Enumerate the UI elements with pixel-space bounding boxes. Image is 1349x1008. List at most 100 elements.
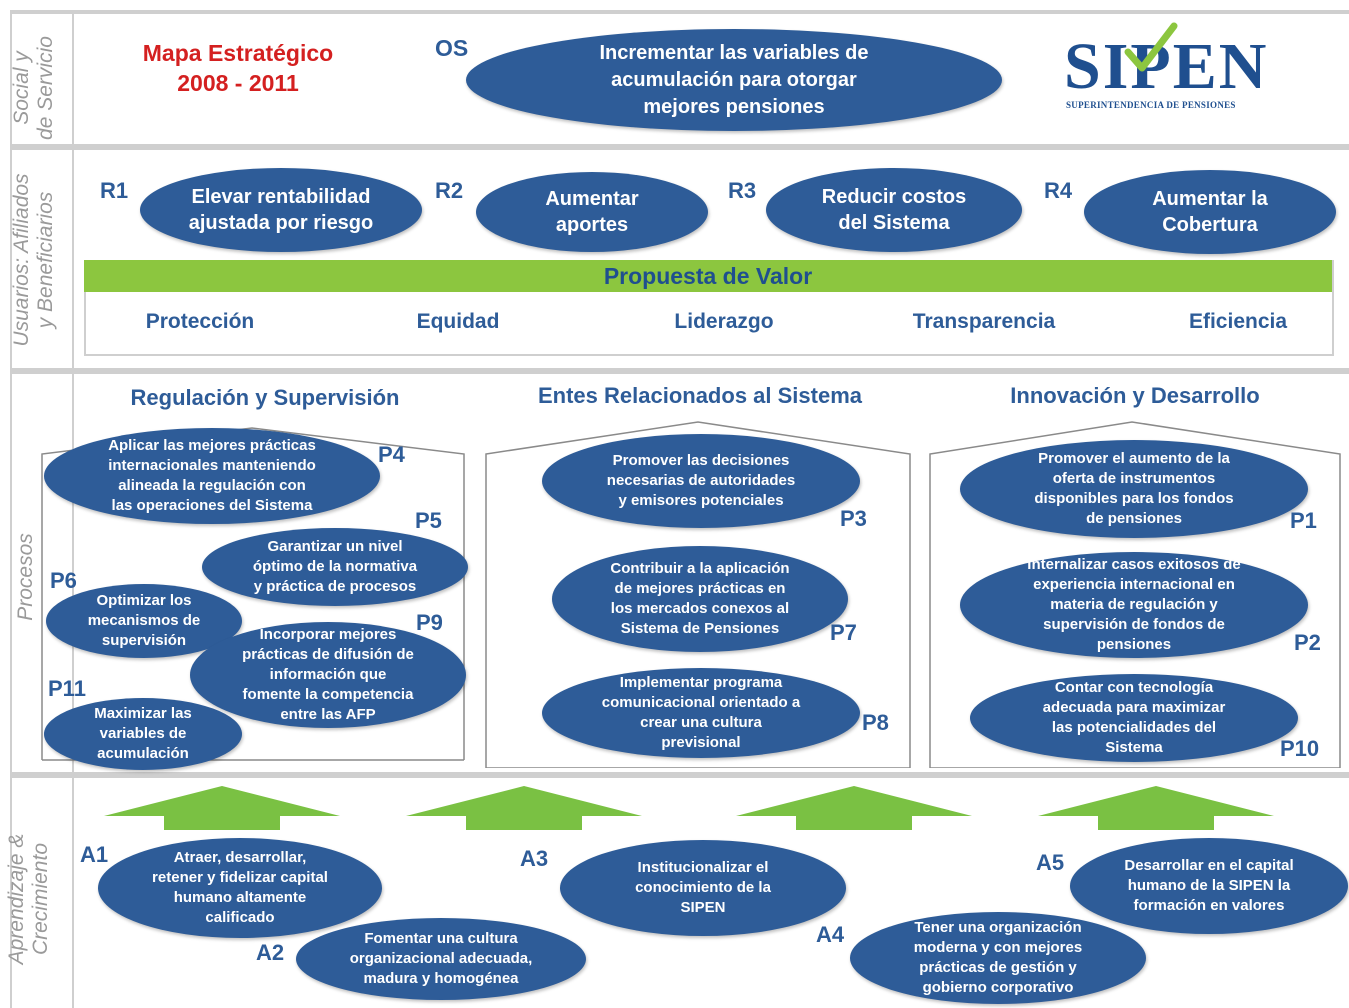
a1-code: A1 bbox=[80, 842, 109, 867]
p1-code: P1 bbox=[1290, 508, 1317, 533]
objective-line: Fomentar una cultura bbox=[364, 930, 518, 947]
objective-line: Garantizar un nivel bbox=[267, 538, 403, 555]
label-column-divider bbox=[72, 14, 74, 1008]
p6-code: P6 bbox=[50, 568, 77, 593]
objective-line: Internalizar casos exitosos de bbox=[1027, 556, 1241, 573]
objective-line: de pensiones bbox=[1086, 510, 1182, 527]
up-arrow-4 bbox=[1038, 786, 1274, 830]
r4-objective: Aumentar la Cobertura bbox=[1084, 170, 1336, 254]
a3-code: A3 bbox=[520, 846, 549, 871]
objective-line: Promover el aumento de la bbox=[1038, 450, 1230, 467]
p4-objective: Aplicar las mejores prácticas internacion… bbox=[44, 428, 380, 524]
objective-line: las potencialidades del bbox=[1051, 719, 1217, 736]
objective-line: Incorporar mejores bbox=[259, 626, 397, 643]
value-proposition-title: Propuesta de Valor bbox=[603, 263, 813, 289]
left-border bbox=[10, 10, 12, 1008]
value-equidad: Equidad bbox=[416, 310, 500, 333]
band-label-usuarios: Usuarios: Afiliados y Beneficiarios bbox=[10, 148, 58, 372]
os-line: acumulación para otorgar bbox=[611, 68, 857, 91]
r4-code: R4 bbox=[1044, 178, 1073, 203]
objective-line: moderna y con mejores bbox=[913, 939, 1083, 956]
objective-line: Optimizar los bbox=[96, 592, 192, 609]
objective-line: Elevar rentabilidad bbox=[191, 186, 371, 208]
objective-line: Desarrollar en el capital bbox=[1124, 857, 1294, 874]
objective-line: las operaciones del Sistema bbox=[111, 497, 313, 514]
p10-code: P10 bbox=[1280, 736, 1320, 761]
objective-line: comunicacional orientado a bbox=[601, 694, 801, 711]
p3-code: P3 bbox=[840, 506, 867, 531]
value-eficiencia: Eficiencia bbox=[1188, 310, 1288, 333]
objective-line: internacionales manteniendo bbox=[108, 457, 316, 474]
band-separator-2 bbox=[10, 368, 1349, 374]
a4-objective: Tener una organización moderna y con mejo… bbox=[850, 912, 1146, 1004]
objective-line: previsional bbox=[661, 734, 741, 751]
objective-line: gobierno corporativo bbox=[922, 979, 1074, 996]
objective-line: adecuada para maximizar bbox=[1042, 699, 1226, 716]
value-proposition-bar bbox=[84, 260, 1332, 292]
p9-code: P9 bbox=[416, 610, 443, 635]
objective-line: Tener una organización bbox=[914, 919, 1082, 936]
objective-line: y emisores potenciales bbox=[618, 492, 784, 509]
band-label-line: Social y bbox=[10, 51, 33, 125]
objective-line: necesarias de autoridades bbox=[606, 472, 796, 489]
objective-line: información que bbox=[269, 666, 387, 683]
band-label-line: Usuarios: Afiliados bbox=[10, 173, 33, 347]
objective-line: acumulación bbox=[97, 745, 189, 762]
p3-objective: Promover las decisiones necesarias de aut… bbox=[542, 434, 860, 528]
band-label-line: de Servicio bbox=[34, 36, 57, 140]
section-regulacion: Regulación y Supervisión bbox=[130, 385, 400, 410]
objective-line: humano altamente bbox=[173, 889, 307, 906]
objective-line: madura y homogénea bbox=[363, 970, 519, 987]
r2-code: R2 bbox=[435, 178, 464, 203]
objective-line: Aumentar la bbox=[1152, 188, 1268, 210]
os-objective: Incrementar las variables de acumulación… bbox=[466, 29, 1002, 131]
objective-line: materia de regulación y bbox=[1050, 596, 1218, 613]
objective-line: fomente la competencia bbox=[242, 686, 414, 703]
objective-line: crear una cultura bbox=[640, 714, 762, 731]
objective-line: conocimiento de la bbox=[635, 879, 771, 896]
objective-line: ajustada por riesgo bbox=[188, 212, 374, 234]
value-liderazgo: Liderazgo bbox=[674, 310, 774, 333]
objective-line: formación en valores bbox=[1133, 897, 1285, 914]
objective-line: Sistema de Pensiones bbox=[620, 620, 780, 637]
sipen-logo-text: SIPEN bbox=[1064, 30, 1269, 103]
p2-code: P2 bbox=[1294, 630, 1321, 655]
objective-line: mecanismos de bbox=[87, 612, 201, 629]
objective-line: prácticas de gestión y bbox=[919, 959, 1077, 976]
up-arrow-2 bbox=[406, 786, 642, 830]
os-line: mejores pensiones bbox=[643, 95, 825, 118]
p4-code: P4 bbox=[378, 442, 405, 467]
value-proteccion: Protección bbox=[145, 310, 255, 333]
objective-line: supervisión de fondos de bbox=[1043, 616, 1225, 633]
objective-line: Aplicar las mejores prácticas bbox=[108, 437, 316, 454]
objective-line: Cobertura bbox=[1162, 214, 1258, 236]
objective-line: retener y fidelizar capital bbox=[152, 869, 328, 886]
value-transparencia: Transparencia bbox=[912, 310, 1056, 333]
band-label-line: Procesos bbox=[14, 533, 37, 621]
os-line: Incrementar las variables de bbox=[599, 41, 869, 64]
p5-objective: Garantizar un nivel óptimo de la normativ… bbox=[202, 528, 468, 606]
os-code: OS bbox=[435, 35, 469, 61]
objective-line: Promover las decisiones bbox=[612, 452, 790, 469]
objective-line: Institucionalizar el bbox=[637, 859, 769, 876]
objective-line: alineada la regulación con bbox=[118, 477, 306, 494]
objective-line: Sistema bbox=[1105, 739, 1163, 756]
objective-line: pensiones bbox=[1096, 636, 1172, 653]
sipen-logo: SIPEN SUPERINTENDENCIA DE PENSIONES bbox=[1062, 22, 1322, 118]
a5-code: A5 bbox=[1036, 850, 1065, 875]
up-arrow-3 bbox=[736, 786, 972, 830]
p5-code: P5 bbox=[415, 508, 442, 533]
map-title-line2: 2008 - 2011 bbox=[177, 70, 299, 96]
objective-line: óptimo de la normativa bbox=[252, 558, 418, 575]
checkmark-icon bbox=[1124, 22, 1178, 72]
objective-line: del Sistema bbox=[838, 212, 950, 234]
